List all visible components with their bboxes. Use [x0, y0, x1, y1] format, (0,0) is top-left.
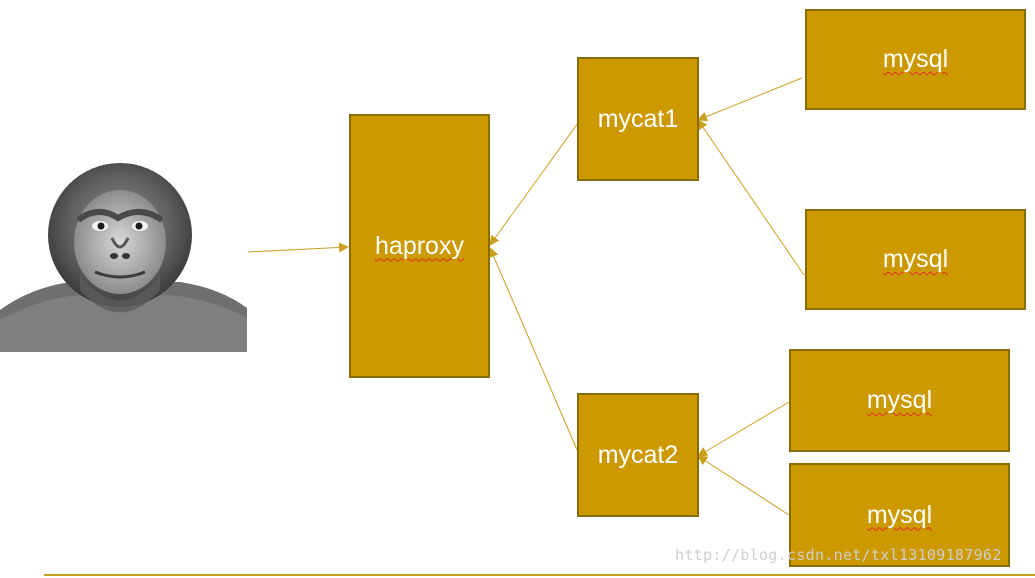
arrow-mysql3-to-mycat2 — [697, 401, 790, 457]
mysql-label-3: mysql — [866, 386, 933, 414]
watermark-url: http://blog.csdn.net/txl13109187962 — [675, 546, 1002, 564]
arrow-mycat2-to-haproxy — [488, 247, 579, 453]
mycat1-label: mycat1 — [597, 104, 679, 133]
ape-portrait-icon — [0, 160, 247, 352]
mysql-label-4: mysql — [866, 500, 933, 529]
mycat2-node: mycat2 — [577, 393, 699, 517]
mysql-label-1: mysql — [882, 45, 949, 73]
mycat1-node: mycat1 — [577, 57, 699, 181]
arrow-client-to-haproxy — [247, 242, 349, 253]
haproxy-label: haproxy — [375, 231, 464, 260]
arrow-mysql2-to-mycat1 — [697, 119, 805, 276]
arrow-mysql1-to-mycat1 — [697, 77, 803, 122]
haproxy-node: haproxy — [349, 114, 490, 378]
mycat2-label: mycat2 — [597, 440, 679, 469]
mysql-node-1: mysql — [805, 9, 1026, 110]
mysql-node-4: mysql — [789, 463, 1010, 567]
mysql-node-2: mysql — [805, 209, 1026, 310]
arrow-mysql4-to-mycat2 — [697, 455, 790, 516]
footer-divider — [44, 574, 1035, 576]
mysql-node-3: mysql — [789, 349, 1010, 452]
arrow-mycat1-to-haproxy — [489, 122, 579, 246]
mysql-label-2: mysql — [882, 245, 949, 273]
